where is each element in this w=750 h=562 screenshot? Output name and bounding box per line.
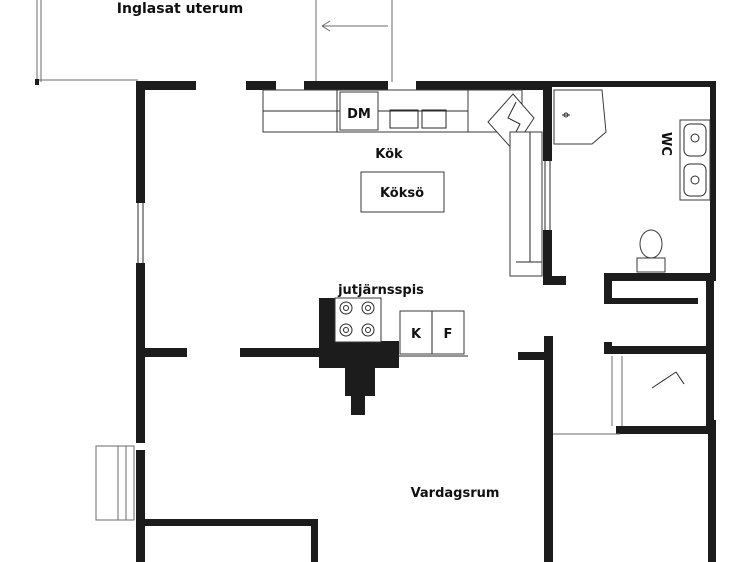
room-label-wc: WC	[658, 132, 673, 156]
entrance-steps	[95, 445, 135, 521]
fridge-freezer	[398, 310, 468, 357]
walls	[136, 81, 716, 562]
wc-fixtures	[553, 89, 711, 273]
sliding-door-arrow-icon	[321, 20, 388, 32]
cast-iron-stove	[319, 297, 399, 415]
dishwasher-label: DM	[347, 107, 371, 122]
cast-iron-stove-label: jutjärnsspis	[337, 283, 424, 298]
room-label-kitchen: Kök	[375, 147, 403, 162]
stair	[611, 356, 685, 426]
glazed-terrace: Inglasat uterum	[35, 0, 393, 85]
kitchen-counter: DM	[262, 89, 543, 277]
fridge-label: K	[411, 327, 422, 342]
kitchen-island-label: Köksö	[380, 186, 424, 201]
toilet-icon	[636, 229, 666, 273]
freezer-label: F	[444, 327, 453, 342]
room-label-glazed-terrace: Inglasat uterum	[117, 1, 243, 17]
kitchen-island	[360, 171, 445, 213]
room-label-living-room: Vardagsrum	[411, 486, 500, 501]
